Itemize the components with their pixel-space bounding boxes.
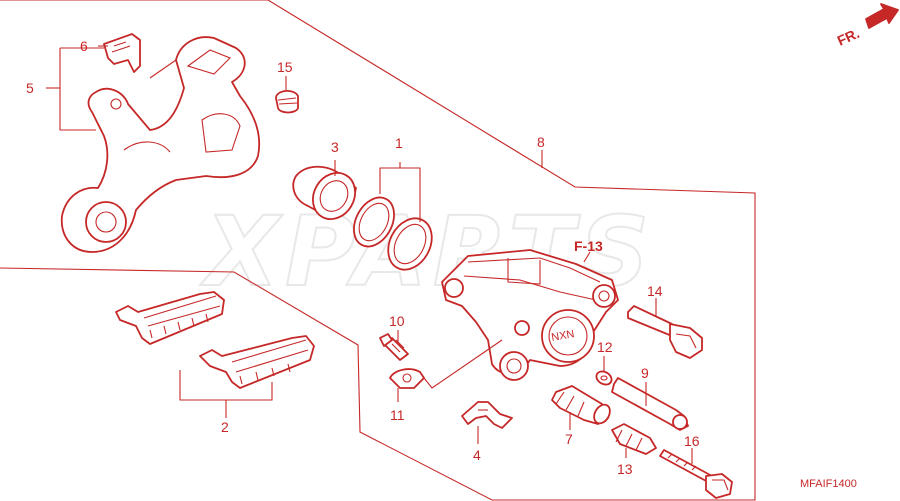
front-direction-arrow: FR. xyxy=(835,3,899,49)
callout-10: 10 xyxy=(389,313,405,329)
leader-lines xyxy=(46,45,693,464)
pad-retainer[interactable] xyxy=(103,33,141,73)
callout-9: 9 xyxy=(641,365,649,381)
bleeder-valve[interactable] xyxy=(379,333,409,361)
bleeder-cap[interactable] xyxy=(389,368,425,389)
callout-2: 2 xyxy=(221,419,229,435)
callout-16: 16 xyxy=(684,433,700,449)
callout-15: 15 xyxy=(277,59,293,75)
caliper-bolt[interactable] xyxy=(659,449,733,499)
callout-3: 3 xyxy=(331,139,339,155)
direction-label: FR. xyxy=(835,25,862,49)
pin-boot-small[interactable] xyxy=(611,423,657,455)
caliper-body[interactable]: NXN xyxy=(441,249,619,381)
brand-mark: NXN xyxy=(550,328,575,344)
washer[interactable] xyxy=(594,369,614,387)
callout-8: 8 xyxy=(537,134,545,150)
piston-seals[interactable] xyxy=(346,191,440,278)
rubber-boot[interactable] xyxy=(275,90,299,114)
reference-label: F-13 xyxy=(574,238,603,254)
caliper-pin-bolt[interactable] xyxy=(627,305,703,359)
callout-6: 6 xyxy=(80,38,88,54)
brake-pad-set[interactable] xyxy=(115,291,315,389)
caliper-piston[interactable] xyxy=(292,165,363,227)
callout-7: 7 xyxy=(565,431,573,447)
callout-14: 14 xyxy=(647,283,663,299)
pad-spring[interactable] xyxy=(461,401,513,429)
callout-11: 11 xyxy=(390,407,405,423)
assembly-outline xyxy=(0,0,756,501)
callout-labels: 1 2 3 4 5 6 7 8 9 10 11 12 13 14 15 16 xyxy=(26,38,700,477)
pin-boot[interactable] xyxy=(551,385,613,426)
caliper-bracket[interactable] xyxy=(60,36,261,253)
callout-13: 13 xyxy=(617,461,633,477)
callout-4: 4 xyxy=(473,447,481,463)
callout-12: 12 xyxy=(597,339,613,355)
callout-1: 1 xyxy=(395,135,403,151)
caliper-pin[interactable] xyxy=(611,377,689,431)
arrow-icon xyxy=(865,3,899,29)
callout-5: 5 xyxy=(26,80,34,96)
diagram-code: MFAIF1400 xyxy=(800,478,857,490)
